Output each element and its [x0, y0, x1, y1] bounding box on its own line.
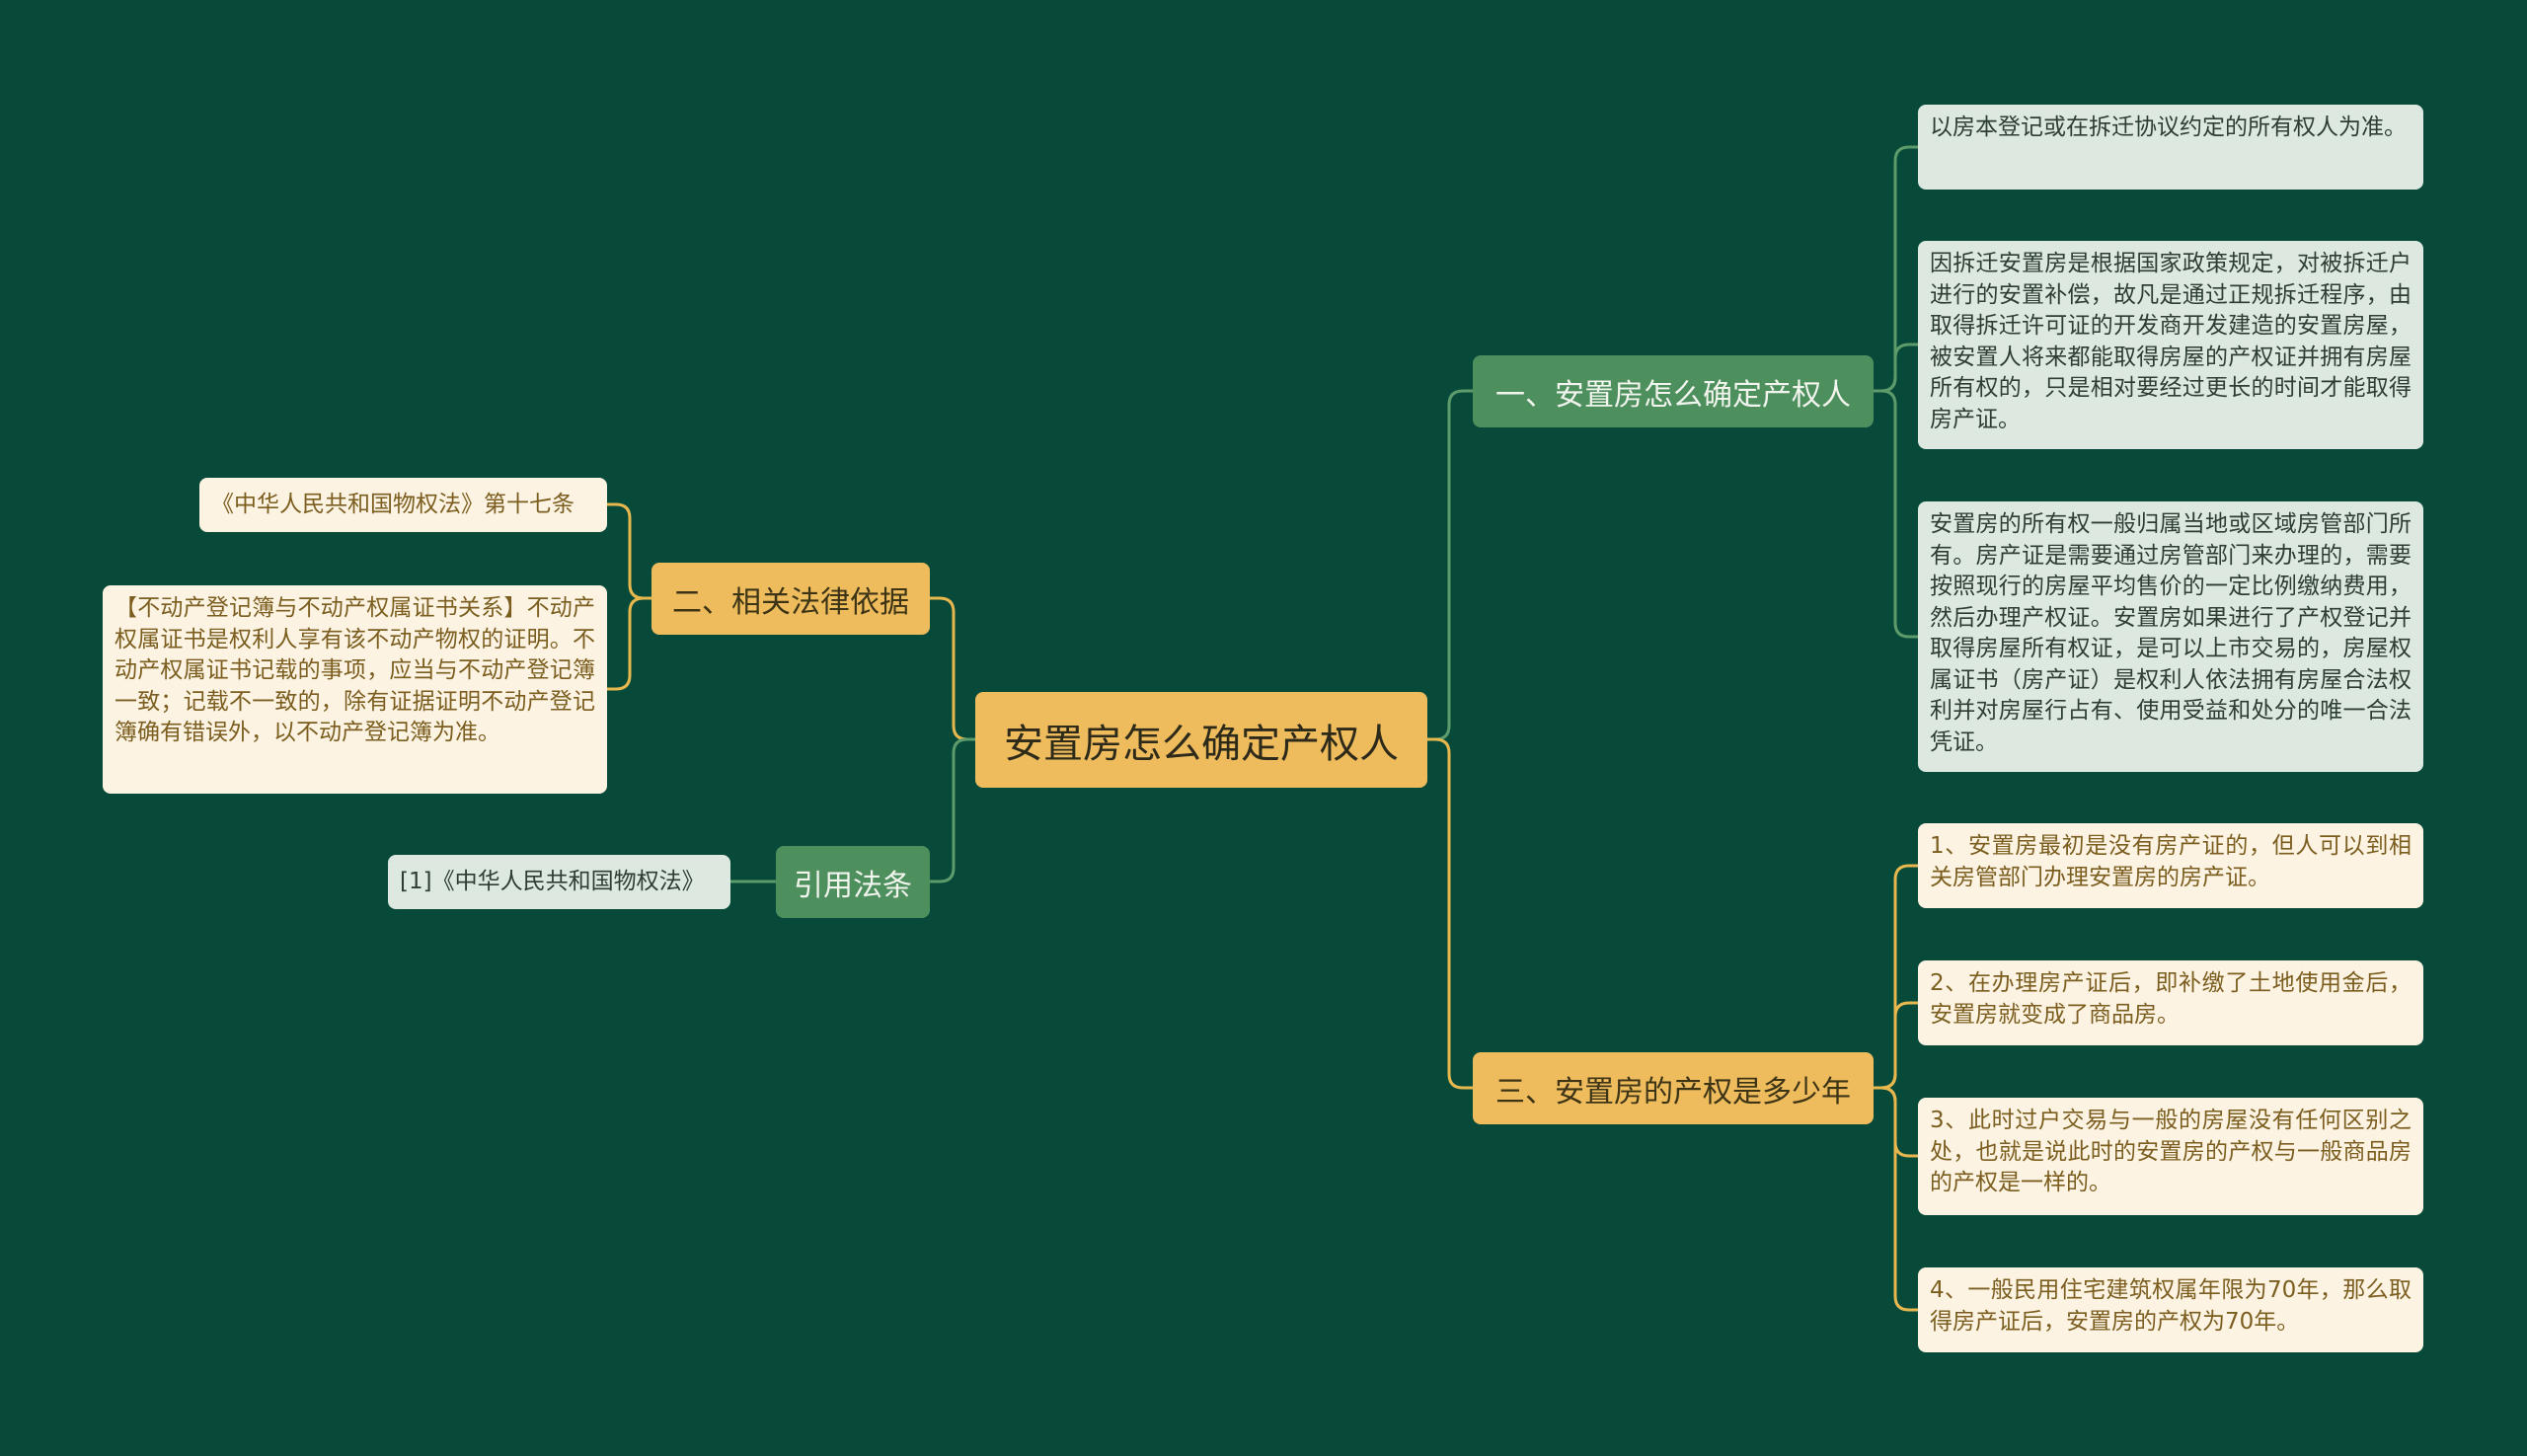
- link-branch1-leaf2: [1874, 343, 1918, 393]
- link-root-branch3: [1427, 737, 1473, 1090]
- leaf-registration-relationship[interactable]: 【不动产登记簿与不动产权属证书关系】不动产权属证书是权利人享有该不动产物权的证明…: [103, 585, 607, 794]
- leaf-owner-registration[interactable]: 以房本登记或在拆迁协议约定的所有权人为准。: [1918, 105, 2423, 190]
- link-branch2-leaf1: [607, 502, 651, 600]
- link-root-branch2: [930, 596, 975, 741]
- root-topic[interactable]: 安置房怎么确定产权人: [975, 692, 1427, 788]
- link-root-citation: [930, 737, 975, 883]
- link-root-branch1: [1427, 389, 1473, 741]
- branch-property-years[interactable]: 三、安置房的产权是多少年: [1473, 1052, 1874, 1124]
- leaf-years-point-2[interactable]: 2、在办理房产证后，即补缴了土地使用金后，安置房就变成了商品房。: [1918, 960, 2423, 1045]
- leaf-years-point-4[interactable]: 4、一般民用住宅建筑权属年限为70年，那么取得房产证后，安置房的产权为70年。: [1918, 1267, 2423, 1352]
- link-branch2-leaf2: [607, 596, 651, 691]
- link-branch1-leaf3: [1874, 389, 1918, 639]
- leaf-years-point-3[interactable]: 3、此时过户交易与一般的房屋没有任何区别之处，也就是说此时的安置房的产权与一般商…: [1918, 1098, 2423, 1215]
- link-branch3-leaf2: [1874, 1001, 1918, 1090]
- leaf-ownership-authority[interactable]: 安置房的所有权一般归属当地或区域房管部门所有。房产证是需要通过房管部门来办理的，…: [1918, 501, 2423, 772]
- leaf-citation-property-law[interactable]: [1]《中华人民共和国物权法》: [388, 855, 730, 909]
- leaf-property-law-article-17[interactable]: 《中华人民共和国物权法》第十七条: [199, 478, 607, 532]
- branch-determine-owner[interactable]: 一、安置房怎么确定产权人: [1473, 355, 1874, 427]
- link-branch3-leaf4: [1874, 1086, 1918, 1312]
- branch-legal-basis[interactable]: 二、相关法律依据: [651, 563, 930, 635]
- branch-citation[interactable]: 引用法条: [776, 846, 930, 918]
- leaf-demolition-policy[interactable]: 因拆迁安置房是根据国家政策规定，对被拆迁户进行的安置补偿，故凡是通过正规拆迁程序…: [1918, 241, 2423, 449]
- leaf-years-point-1[interactable]: 1、安置房最初是没有房产证的，但人可以到相关房管部门办理安置房的房产证。: [1918, 823, 2423, 908]
